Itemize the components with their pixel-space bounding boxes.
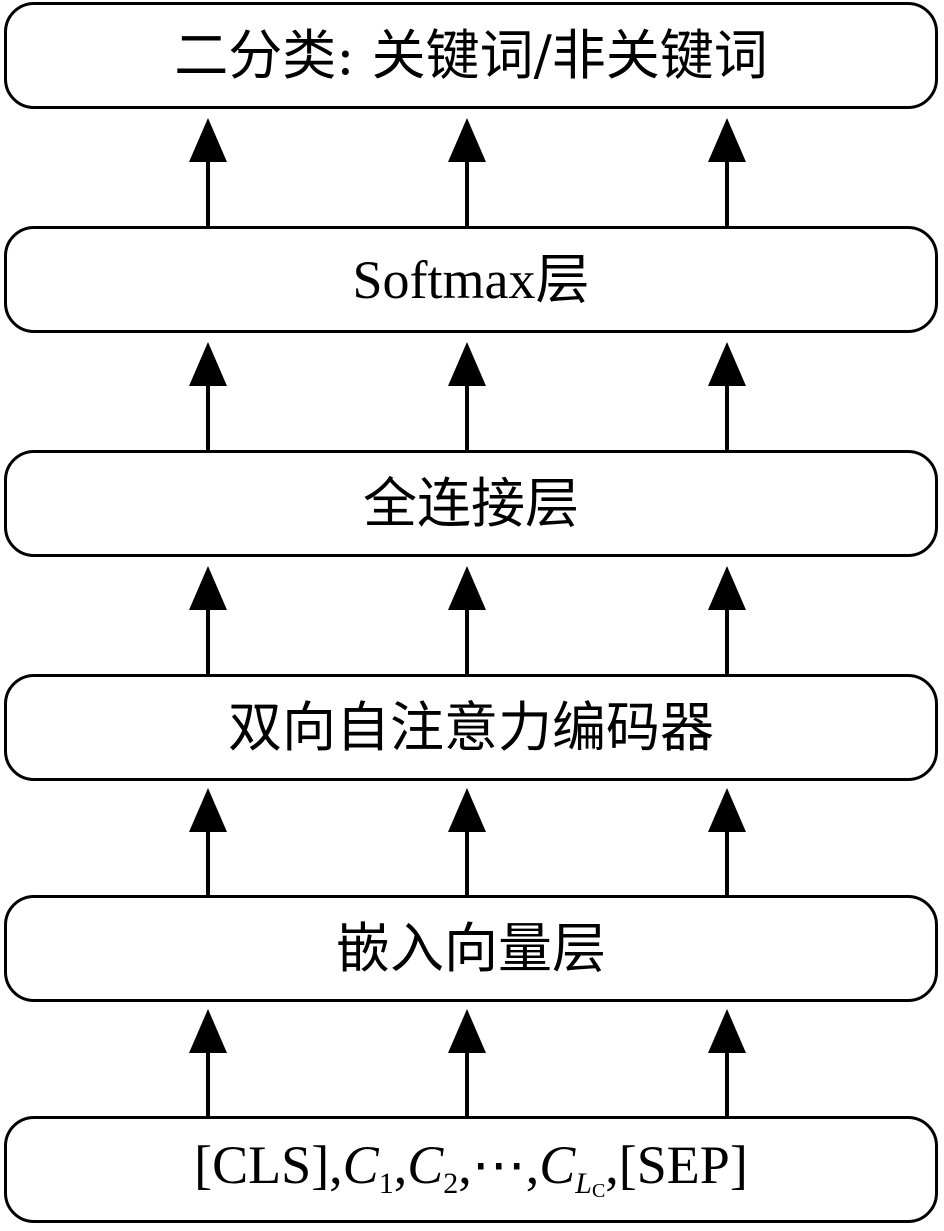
arrow-head-to-softmax-3 <box>708 342 746 386</box>
token-clc-sub: LC <box>575 1167 606 1202</box>
arrow-head-to-fc-3 <box>708 566 746 610</box>
softmax-layer-box: Softmax层 <box>4 226 938 333</box>
token-clc-sub-c: C <box>591 1180 606 1202</box>
token-c1-sub: 1 <box>378 1167 394 1200</box>
encoder-layer-label: 双向自注意力编码器 <box>228 695 714 759</box>
ellipsis: ,⋯, <box>458 1135 540 1195</box>
arrow-head-to-encoder-2 <box>448 788 486 832</box>
fully-connected-layer-box: 全连接层 <box>4 450 938 557</box>
embedding-layer-box: 嵌入向量层 <box>4 895 938 1002</box>
arrow-head-to-encoder-1 <box>189 788 227 832</box>
encoder-layer-box: 双向自注意力编码器 <box>4 674 938 781</box>
arrow-head-to-output-1 <box>189 118 227 162</box>
token-clc: C <box>539 1135 576 1195</box>
arrow-head-to-fc-2 <box>448 566 486 610</box>
sep-token: ,[SEP] <box>605 1135 748 1195</box>
arrow-head-to-embedding-3 <box>708 1009 746 1053</box>
token-clc-sub-l: L <box>575 1167 592 1200</box>
token-c1: C <box>342 1135 379 1195</box>
arrow-head-to-fc-1 <box>189 566 227 610</box>
arrow-head-to-output-3 <box>708 118 746 162</box>
token-c2-sub: 2 <box>443 1167 459 1200</box>
arrow-head-to-output-2 <box>448 118 486 162</box>
arrow-head-to-encoder-3 <box>708 788 746 832</box>
arrow-head-to-softmax-2 <box>448 342 486 386</box>
output-layer-label: 二分类: 关键词/非关键词 <box>174 23 768 87</box>
arrow-head-to-embedding-2 <box>448 1009 486 1053</box>
softmax-layer-label: Softmax层 <box>352 249 590 310</box>
token-c2: C <box>407 1135 444 1195</box>
cls-token: [CLS], <box>194 1135 343 1195</box>
embedding-layer-label: 嵌入向量层 <box>336 916 606 980</box>
arrow-head-to-embedding-1 <box>189 1009 227 1053</box>
separator: , <box>393 1135 408 1195</box>
input-sequence: [CLS],C1,C2,⋯,CLC,[SEP] <box>194 1138 748 1201</box>
output-layer-box: 二分类: 关键词/非关键词 <box>4 2 938 109</box>
input-layer-box: [CLS],C1,C2,⋯,CLC,[SEP] <box>4 1116 938 1223</box>
fully-connected-layer-label: 全连接层 <box>363 471 579 535</box>
arrow-head-to-softmax-1 <box>189 342 227 386</box>
